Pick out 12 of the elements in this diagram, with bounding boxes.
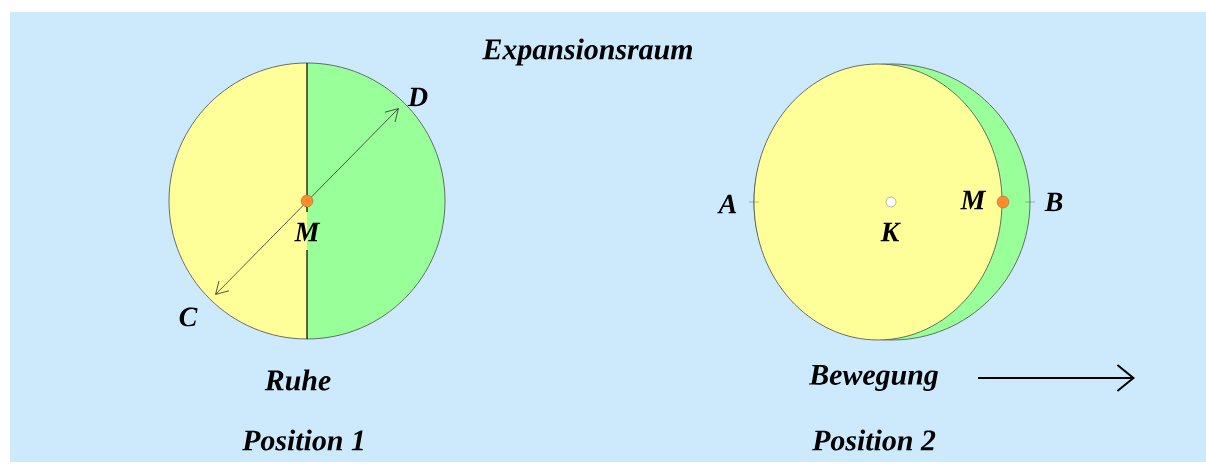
- caption: Ruhe: [264, 369, 331, 391]
- point-label: M: [294, 222, 321, 242]
- caption: Bewegung: [808, 365, 938, 391]
- point-label: A: [717, 194, 737, 214]
- point-label: M: [960, 190, 987, 210]
- heading: Expansionsraum: [482, 38, 693, 66]
- point-label: C: [179, 307, 198, 327]
- caption: Position 2: [812, 429, 936, 451]
- caption: Position 1: [242, 429, 363, 451]
- point-label: D: [407, 87, 428, 107]
- point-label: B: [1044, 192, 1063, 212]
- point-label: K: [880, 222, 901, 242]
